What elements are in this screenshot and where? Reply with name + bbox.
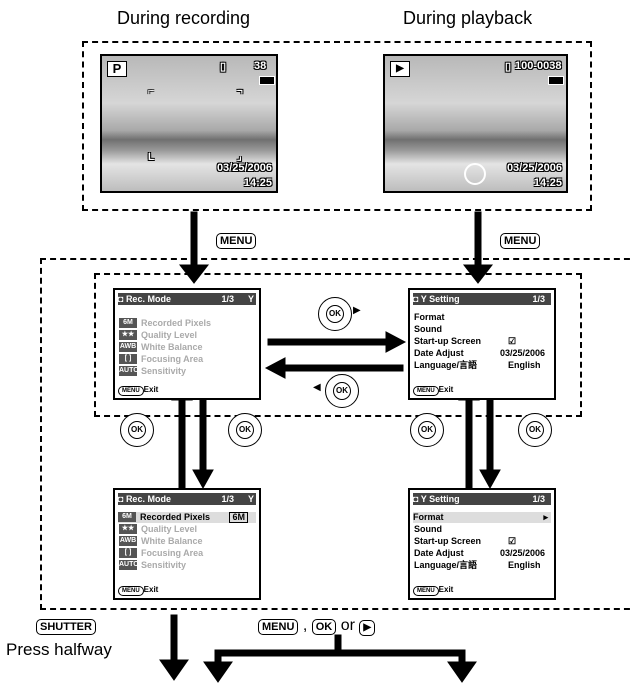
ok-button-up-icon: OK — [120, 413, 154, 447]
program-mode-icon: P — [107, 61, 127, 77]
ok-button-down-icon: OK — [518, 413, 552, 447]
shutter-button-label: SHUTTER — [36, 617, 96, 635]
menu-row-sound: Sound — [414, 524, 442, 534]
setting-menu-screen: ◘ Y Setting 1/3 Format Sound Start-up Sc… — [408, 288, 556, 400]
ok-button-right-icon: OK — [318, 297, 352, 331]
focus-frame-icon: ⌟ — [237, 152, 242, 163]
setting-menu-screen-selected: ◘ Y Setting 1/3 Format▸ Sound Start-up S… — [408, 488, 556, 600]
menus-inner-frame — [94, 273, 582, 417]
menu-row-quality-level: ★★Quality Level — [119, 524, 197, 535]
recording-date: 03/25/2006 — [216, 162, 272, 174]
setting-tab-icon: Y — [247, 494, 254, 504]
playback-time: 14:25 — [533, 177, 562, 189]
menu-button-recording: MENU — [216, 231, 257, 249]
file-number: 100-0038 — [515, 60, 562, 72]
focus-frame-icon: L — [148, 152, 155, 163]
menu-button-playback: MENU — [500, 231, 541, 249]
playback-mode-icon: ▶ — [390, 61, 410, 77]
rec-mode-title-bar: ◘ Rec. Mode 1/3 Y — [118, 293, 256, 305]
playback-key-icon: ▶ — [359, 620, 376, 636]
arrow-left-icon: ◀ — [313, 382, 321, 393]
top-screens-frame — [82, 41, 592, 211]
ok-key-icon: OK — [311, 619, 337, 635]
heading-during-recording: During recording — [117, 8, 251, 28]
menu-row-startup-screen: Start-up Screen☑ — [414, 536, 517, 546]
menu-ok-playback-label: MENU , OK or ▶ — [258, 617, 376, 636]
setting-tab-icon: Y — [247, 294, 254, 304]
camera-icon: ◘ — [118, 294, 126, 304]
menu-row-startup-screen: Start-up Screen☑ — [414, 336, 517, 346]
memory-card-icon: ▯ — [220, 61, 227, 73]
arrow-right-icon: ▶ — [353, 305, 361, 316]
camera-icon: ◘ Y — [413, 494, 430, 504]
press-halfway-label: Press halfway — [6, 640, 112, 659]
menu-row-sound: Sound — [414, 324, 442, 334]
menu-row-focusing-area: [ ]Focusing Area — [119, 354, 203, 365]
heading-during-playback: During playback — [403, 8, 533, 28]
menu-row-quality-level: ★★Quality Level — [119, 330, 197, 341]
battery-icon — [259, 76, 275, 85]
playback-preview-screen: ▶ 100-0038 ▯ 03/25/2006 14:25 — [383, 54, 568, 193]
ok-button-down-icon: OK — [228, 413, 262, 447]
menu-row-focusing-area: [ ]Focusing Area — [119, 548, 203, 559]
setting-title-bar: ◘ Y Setting 1/3 — [413, 293, 551, 305]
playback-date: 03/25/2006 — [506, 162, 562, 174]
rec-mode-title-bar: ◘ Rec. Mode 1/3 Y — [118, 493, 256, 505]
focus-frame-icon: ¬ — [237, 86, 243, 97]
ok-button-left-icon: OK — [325, 374, 359, 408]
focus-frame-icon: ⌐ — [148, 86, 154, 97]
four-way-controller-icon — [464, 163, 486, 185]
menu-row-format: Format — [414, 312, 445, 322]
recording-time: 14:25 — [243, 177, 272, 189]
ok-button-up-icon: OK — [410, 413, 444, 447]
battery-icon — [548, 76, 564, 85]
recording-preview-screen: P ▯ 38 ⌐ ¬ L ⌟ 03/25/2006 14:25 — [100, 54, 278, 193]
menus-outer-frame — [40, 258, 630, 610]
menu-key-icon: MENU — [258, 619, 299, 635]
camera-icon: ◘ Y — [413, 294, 430, 304]
menu-row-format-selected: Format▸ — [413, 512, 551, 523]
shots-remaining: 38 — [254, 60, 267, 72]
camera-icon: ◘ — [118, 494, 126, 504]
setting-title-bar: ◘ Y Setting 1/3 — [413, 493, 551, 505]
memory-card-icon: ▯ — [505, 61, 512, 73]
